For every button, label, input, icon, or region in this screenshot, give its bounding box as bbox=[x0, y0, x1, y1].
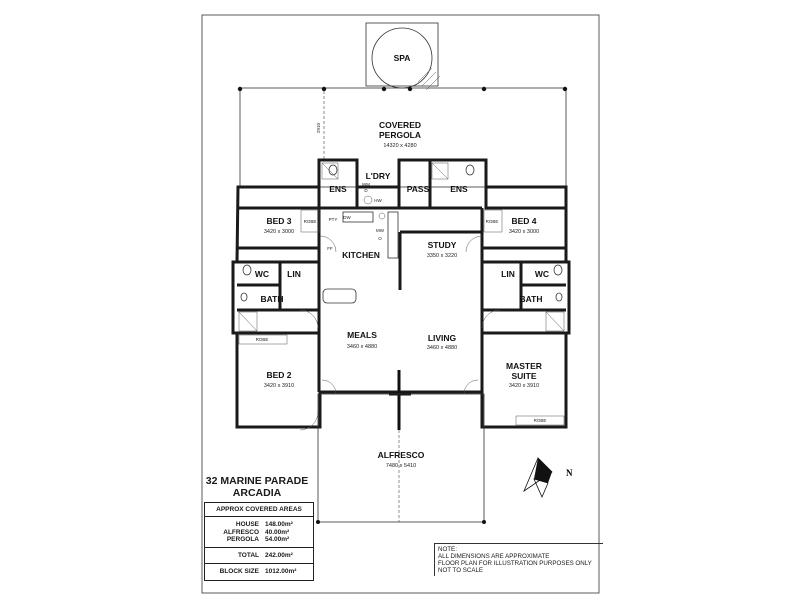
areas-row: HOUSE 148.00m² bbox=[205, 521, 313, 529]
note-line: NOTE: bbox=[438, 546, 457, 553]
house-walls bbox=[231, 158, 571, 431]
note-line: NOT TO SCALE bbox=[438, 567, 484, 574]
spa-label: SPA bbox=[394, 53, 411, 63]
areas-row: PERGOLA 54.00m² bbox=[205, 536, 313, 544]
areas-table: APPROX COVERED AREAS HOUSE 148.00m² ALFR… bbox=[204, 502, 314, 581]
address-line-2: ARCADIA bbox=[232, 487, 282, 499]
kitchen-pty: PTY bbox=[329, 217, 338, 222]
laundry-wm: WM bbox=[362, 182, 370, 187]
note-line: FLOOR PLAN FOR ILLUSTRATION PURPOSES ONL… bbox=[438, 560, 592, 567]
bed4-dims: 3420 x 3000 bbox=[509, 229, 539, 235]
areas-row-value: 54.00m² bbox=[265, 536, 290, 543]
pergola-height-mark: 2910 bbox=[316, 122, 321, 133]
areas-block-row: BLOCK SIZE 1012.00m² bbox=[205, 564, 313, 580]
master-dims: 3420 x 3910 bbox=[509, 383, 539, 389]
bed2-dims: 3420 x 3910 bbox=[264, 383, 294, 389]
areas-row-label: ALFRESCO bbox=[223, 528, 259, 536]
living-dims: 3460 x 4880 bbox=[427, 345, 457, 351]
bed3-robe: ROBE bbox=[304, 219, 317, 224]
living-label: LIVING bbox=[428, 333, 457, 343]
disclaimer-note: NOTE: ALL DIMENSIONS ARE APPROXIMATE FLO… bbox=[434, 543, 603, 576]
kitchen-mw: MW bbox=[376, 228, 385, 233]
areas-row-value: 40.00m² bbox=[265, 528, 290, 536]
pergola-label-2: PERGOLA bbox=[379, 130, 421, 140]
north-label: N bbox=[566, 468, 573, 478]
note-line: ALL DIMENSIONS ARE APPROXIMATE bbox=[438, 553, 550, 560]
areas-row-value: 148.00m² bbox=[265, 521, 293, 528]
lin-right-label: LIN bbox=[501, 269, 515, 279]
areas-total-label: TOTAL bbox=[237, 551, 259, 559]
address-block: 32 MARINE PARADE ARCADIA bbox=[200, 475, 314, 499]
bath-left-label: BATH bbox=[261, 294, 284, 304]
master-robe: ROBE bbox=[534, 418, 547, 423]
laundry-d: D bbox=[364, 188, 368, 193]
pergola-dims: 14320 x 4280 bbox=[383, 143, 416, 149]
master-label-1: MASTER bbox=[506, 361, 542, 371]
bed3-dims: 3420 x 3000 bbox=[264, 229, 294, 235]
meals-dims: 3460 x 4880 bbox=[347, 344, 377, 350]
areas-total-value: 242.00m² bbox=[265, 551, 293, 559]
alfresco-dims: 7480 x 5410 bbox=[386, 463, 416, 469]
ens-right-label: ENS bbox=[450, 184, 468, 194]
alfresco-label: ALFRESCO bbox=[378, 450, 425, 460]
alfresco-area: ALFRESCO 7480 x 5410 bbox=[316, 393, 486, 524]
address-line-1: 32 MARINE PARADE bbox=[205, 475, 309, 487]
north-arrow-icon: N bbox=[523, 457, 573, 498]
page-border bbox=[201, 14, 600, 594]
study-dims: 3350 x 3220 bbox=[427, 253, 457, 259]
laundry-hw: HW bbox=[374, 198, 382, 203]
laundry-label: L'DRY bbox=[366, 171, 391, 181]
areas-group: HOUSE 148.00m² ALFRESCO 40.00m² PERGOLA … bbox=[205, 517, 313, 548]
covered-pergola: 2910 COVERED PERGOLA 14320 x 4280 bbox=[237, 86, 568, 188]
bed2-robe: ROBE bbox=[256, 337, 269, 342]
lin-left-label: LIN bbox=[287, 269, 301, 279]
study-label: STUDY bbox=[428, 240, 457, 250]
spa: SPA bbox=[365, 22, 441, 91]
areas-row: ALFRESCO 40.00m² bbox=[205, 529, 313, 537]
areas-row-label: PERGOLA bbox=[226, 536, 259, 543]
bed4-label: BED 4 bbox=[511, 216, 536, 226]
wc-left-label: WC bbox=[255, 269, 269, 279]
areas-row-label: HOUSE bbox=[235, 521, 259, 528]
bed4-robe: ROBE bbox=[486, 219, 499, 224]
bed2-label: BED 2 bbox=[266, 370, 291, 380]
kitchen-dw: DW bbox=[343, 215, 351, 220]
pergola-label-1: COVERED bbox=[379, 120, 421, 130]
kitchen-ff: FF bbox=[327, 246, 333, 251]
kitchen-o: O bbox=[378, 236, 382, 241]
bath-right-label: BATH bbox=[520, 294, 543, 304]
areas-total-row: TOTAL 242.00m² bbox=[205, 548, 313, 564]
areas-block-label: BLOCK SIZE bbox=[219, 568, 259, 575]
pass-label: PASS bbox=[407, 184, 430, 194]
areas-block-value: 1012.00m² bbox=[265, 568, 297, 575]
ens-left-label: ENS bbox=[329, 184, 347, 194]
master-label-2: SUITE bbox=[511, 371, 536, 381]
kitchen-label: KITCHEN bbox=[342, 250, 380, 260]
wc-right-label: WC bbox=[535, 269, 549, 279]
areas-title: APPROX COVERED AREAS bbox=[205, 503, 313, 517]
bed3-label: BED 3 bbox=[266, 216, 291, 226]
meals-label: MEALS bbox=[347, 330, 377, 340]
